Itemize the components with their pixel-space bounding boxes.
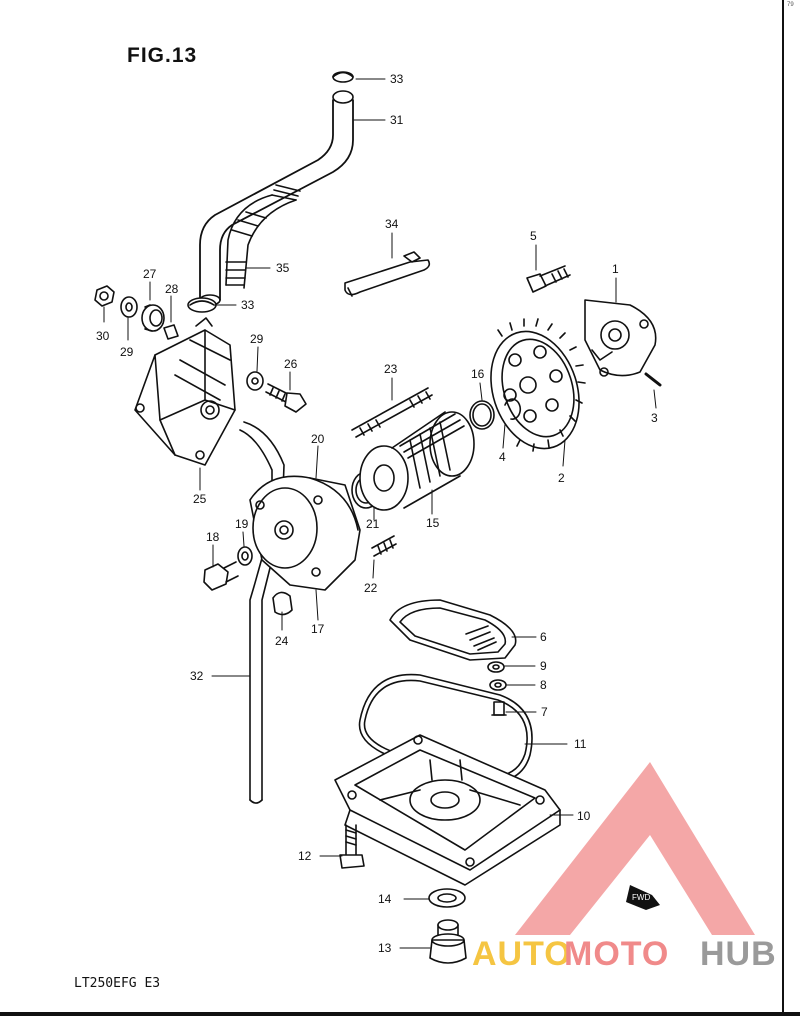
watermark-auto-text: AUTO bbox=[472, 935, 572, 973]
part-label-26[interactable]: 26 bbox=[284, 357, 298, 371]
part-pin-drawing bbox=[644, 372, 662, 387]
part-washer-19-drawing bbox=[237, 546, 253, 566]
part-filter-cap-drawing bbox=[249, 475, 361, 591]
part-drain-plug-13-drawing bbox=[429, 919, 467, 964]
part-collar-28-drawing bbox=[163, 324, 179, 340]
part-label-12[interactable]: 12 bbox=[298, 849, 312, 863]
part-label-5[interactable]: 5 bbox=[530, 229, 537, 243]
part-label-30[interactable]: 30 bbox=[96, 329, 110, 343]
part-label-29b[interactable]: 29 bbox=[250, 332, 264, 346]
part-label-33a[interactable]: 33 bbox=[390, 72, 404, 86]
watermark-hub-text: HUB bbox=[700, 935, 777, 973]
part-nut-30-drawing bbox=[94, 285, 115, 307]
part-bracket-drawing bbox=[344, 251, 431, 297]
part-bolt-12-drawing bbox=[339, 824, 365, 869]
part-bolt-26-drawing bbox=[265, 383, 307, 413]
part-label-32[interactable]: 32 bbox=[190, 669, 204, 683]
automotohub-watermark: FWD AUTO MOTO HUB bbox=[472, 762, 777, 973]
part-label-11[interactable]: 11 bbox=[574, 737, 587, 751]
part-breather-hose-drawing bbox=[199, 90, 354, 306]
part-washer-29b-drawing bbox=[246, 371, 264, 391]
part-oil-filter-drawing bbox=[359, 411, 475, 511]
figure-title: FIG.13 bbox=[127, 44, 198, 67]
part-label-9[interactable]: 9 bbox=[540, 659, 547, 673]
model-code: LT250EFG E3 bbox=[74, 976, 161, 991]
part-label-7[interactable]: 7 bbox=[541, 705, 548, 719]
part-label-15[interactable]: 15 bbox=[426, 516, 440, 530]
part-clip-lower-drawing bbox=[187, 297, 217, 313]
part-strainer-drawing bbox=[389, 599, 517, 661]
part-grommet-27-drawing bbox=[141, 304, 165, 332]
part-label-14[interactable]: 14 bbox=[378, 892, 392, 906]
part-pump-gear-drawing bbox=[490, 318, 586, 452]
part-gasket-14-drawing bbox=[428, 888, 466, 908]
part-label-4[interactable]: 4 bbox=[499, 450, 506, 464]
part-label-27[interactable]: 27 bbox=[143, 267, 157, 281]
part-circlip-drawing bbox=[504, 398, 522, 420]
part-cap-top-drawing bbox=[332, 71, 354, 83]
part-label-6[interactable]: 6 bbox=[540, 630, 547, 644]
part-label-24[interactable]: 24 bbox=[275, 634, 289, 648]
part-label-13[interactable]: 13 bbox=[378, 941, 392, 955]
part-bolt-5-drawing bbox=[526, 265, 571, 293]
part-o-ring-16-drawing bbox=[469, 400, 495, 430]
frame-bottom-border bbox=[0, 1012, 800, 1016]
part-screw-7-drawing bbox=[491, 701, 507, 716]
part-pump-cover-drawing bbox=[584, 299, 657, 377]
part-label-23[interactable]: 23 bbox=[384, 362, 398, 376]
part-label-17[interactable]: 17 bbox=[311, 622, 325, 636]
part-label-19[interactable]: 19 bbox=[235, 517, 249, 531]
part-label-35[interactable]: 35 bbox=[276, 261, 290, 275]
part-corrugated-hose-drawing bbox=[225, 184, 301, 289]
part-label-3[interactable]: 3 bbox=[651, 411, 658, 425]
frame-right-border bbox=[782, 0, 784, 1016]
part-label-34[interactable]: 34 bbox=[385, 217, 399, 231]
part-label-2[interactable]: 2 bbox=[558, 471, 565, 485]
leader-lines bbox=[103, 78, 657, 949]
corner-mark: 79 bbox=[787, 2, 794, 8]
part-label-33b[interactable]: 33 bbox=[241, 298, 255, 312]
part-label-25[interactable]: 25 bbox=[193, 492, 207, 506]
part-label-31[interactable]: 31 bbox=[390, 113, 404, 127]
fwd-label: FWD bbox=[632, 893, 650, 902]
part-label-28[interactable]: 28 bbox=[165, 282, 179, 296]
watermark-moto-text: MOTO bbox=[564, 935, 669, 973]
part-label-22[interactable]: 22 bbox=[364, 581, 378, 595]
part-stud-22-drawing bbox=[371, 535, 397, 557]
part-washer-9-drawing bbox=[487, 661, 505, 673]
fwd-arrow-icon bbox=[626, 885, 660, 910]
part-label-20[interactable]: 20 bbox=[311, 432, 325, 446]
part-label-21[interactable]: 21 bbox=[366, 517, 380, 531]
part-washer-29a-drawing bbox=[120, 296, 138, 318]
part-label-16[interactable]: 16 bbox=[471, 367, 485, 381]
part-label-18[interactable]: 18 bbox=[206, 530, 220, 544]
watermark-triangle bbox=[515, 762, 755, 935]
part-drain-bolt-18-drawing bbox=[203, 561, 239, 591]
part-label-10[interactable]: 10 bbox=[577, 809, 591, 823]
part-label-8[interactable]: 8 bbox=[540, 678, 547, 692]
part-cap-nut-24-drawing bbox=[272, 591, 293, 616]
part-label-29a[interactable]: 29 bbox=[120, 345, 134, 359]
part-label-1[interactable]: 1 bbox=[612, 262, 619, 276]
part-stud-23-drawing bbox=[351, 387, 433, 438]
part-nut-8-drawing bbox=[489, 679, 507, 691]
part-oil-thermostat-housing-drawing bbox=[134, 317, 236, 466]
part-oil-pan-drawing bbox=[334, 734, 561, 886]
